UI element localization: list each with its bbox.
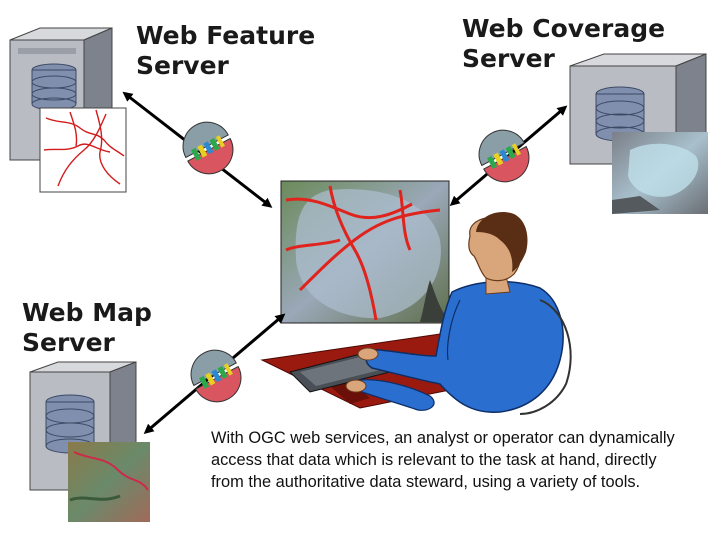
central-map-display: [280, 180, 450, 324]
web-feature-server-label: Web Feature Server: [136, 21, 316, 80]
wfs-connector-icon: [182, 121, 234, 175]
wms-map-thumbnail: [68, 442, 150, 522]
wcs-connector-icon: [478, 129, 530, 183]
road-map-thumbnail: [39, 107, 127, 193]
wms-connector-icon: [190, 349, 242, 403]
web-map-server-label: Web Map Server: [22, 298, 152, 357]
satellite-image-thumbnail: [612, 132, 708, 214]
caption-text: With OGC web services, an analyst or ope…: [211, 429, 675, 491]
web-coverage-server-label: Web Coverage Server: [462, 14, 666, 73]
analyst-figure: [260, 212, 572, 415]
